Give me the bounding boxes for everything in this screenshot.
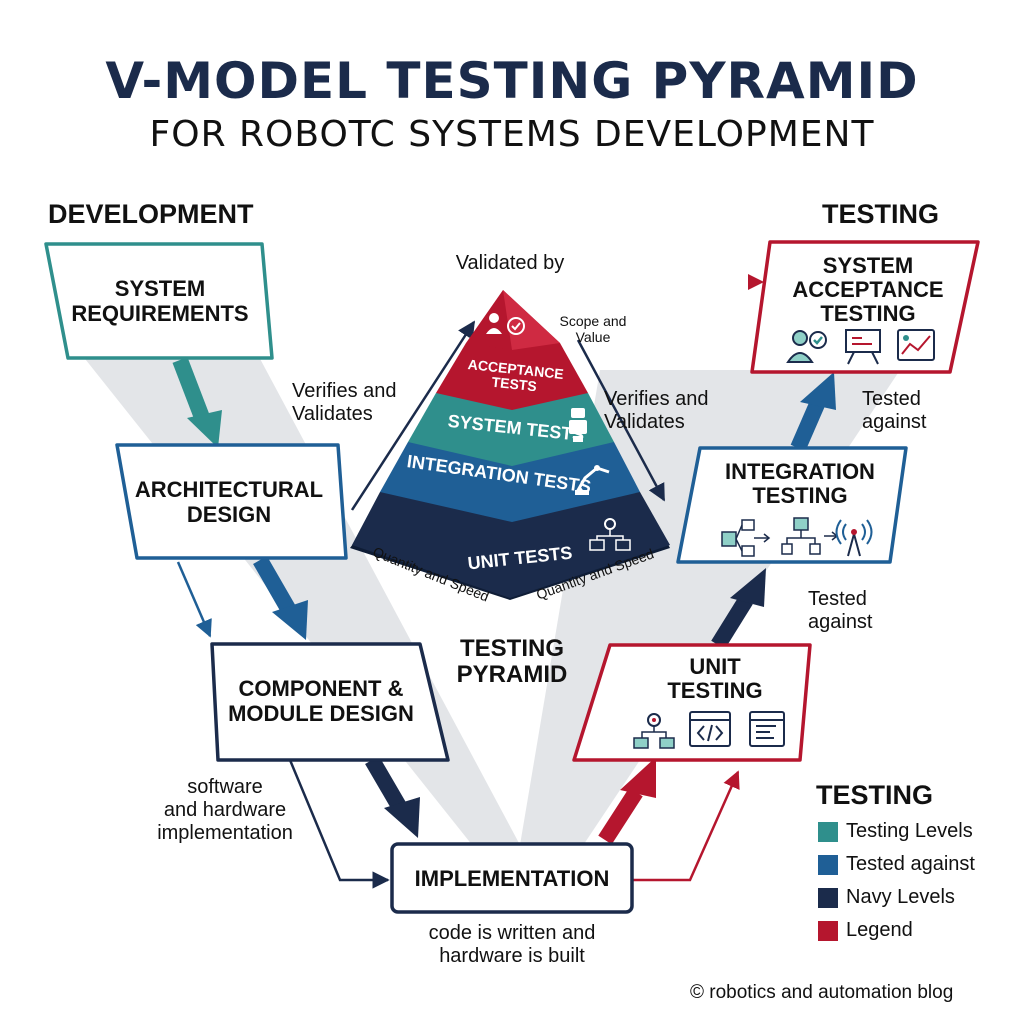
component-to-impl-arrow: [288, 759, 390, 889]
presentation-icon: [845, 329, 881, 365]
legend-title: TESTING: [816, 780, 934, 810]
legend-swatch-navy: [818, 888, 838, 908]
testing-pyramid: [350, 290, 670, 600]
impl-to-unit-arrow: [632, 770, 740, 882]
pyramid-system-level: [408, 393, 614, 466]
tested-against-lower-line1: Tested: [808, 588, 867, 610]
unit-testing-line1: UNIT: [689, 654, 741, 679]
verifies-left-line2: Validates: [292, 403, 373, 425]
code-window-icon: [689, 711, 731, 747]
scope-value-label: Scope and Value: [553, 313, 633, 345]
tested-against-lower-line2: against: [808, 611, 873, 633]
integration-testing-label: INTEGRATION TESTING: [700, 459, 900, 509]
pyramid-caption-line1: TESTING: [459, 635, 564, 662]
gear-modules-icon: [633, 713, 675, 749]
verifies-right-label: Verifies and Validates: [604, 388, 734, 434]
pyramid-integration-level: [380, 442, 640, 522]
component-module-design-label: COMPONENT & MODULE DESIGN: [216, 676, 426, 727]
page-subtitle: FOR ROBOTC SYSTEMS DEVELOPMENT: [149, 114, 875, 155]
footer-credit: © robotics and automation blog: [690, 982, 954, 1003]
chart-board-icon: [897, 329, 935, 361]
architectural-design-box: [115, 443, 348, 560]
component-module-design-line1: COMPONENT &: [238, 676, 404, 701]
system-acceptance-line1: SYSTEM: [822, 253, 914, 278]
antenna-signal-icon: [835, 519, 873, 557]
system-requirements-line2: REQUIREMENTS: [71, 301, 249, 327]
system-requirements-line1: SYSTEM: [114, 276, 206, 301]
implementation-box: [390, 842, 634, 914]
legend-swatch-red: [818, 921, 838, 941]
log-window-icon: [749, 711, 785, 747]
down-arrow-1: [172, 357, 222, 448]
flowchart-icon: [721, 519, 771, 557]
arch-to-component-arrow: [176, 561, 212, 638]
user-approval-icon: [786, 330, 827, 363]
legend-item-teal: Testing Levels: [846, 820, 973, 842]
component-module-design-box: [210, 642, 450, 762]
unit-testing-line2: TESTING: [667, 678, 763, 704]
implementation-label: IMPLEMENTATION: [414, 866, 610, 891]
verifies-right-line1: Verifies and: [604, 388, 709, 410]
legend-item-red: Legend: [846, 919, 913, 941]
integration-testing-line1: INTEGRATION: [725, 459, 875, 484]
sw-hw-implementation-label: software and hardware implementation: [140, 776, 310, 845]
legend-item-blue: Tested against: [846, 853, 975, 875]
unit-testing-label: UNIT TESTING: [620, 654, 810, 704]
component-module-design-line2: MODULE DESIGN: [228, 701, 414, 727]
system-acceptance-testing-label: SYSTEM ACCEPTANCE TESTING: [770, 253, 966, 327]
implementation-note-line1: code is written and: [428, 922, 596, 944]
down-arrow-3: [365, 755, 420, 838]
robot-arm-icon: [575, 465, 610, 495]
up-arrow-2: [711, 568, 766, 650]
sw-hw-line2: and hardware: [163, 799, 287, 821]
verifies-left-line1: Verifies and: [292, 380, 397, 402]
system-requirements-box: [44, 242, 274, 360]
up-arrow-1: [598, 757, 656, 845]
testing-header: TESTING: [822, 199, 940, 229]
pyramid-unit-level: [352, 492, 670, 598]
validated-by-label: Validated by: [455, 252, 565, 274]
testing-pyramid-caption: TESTING PYRAMID: [432, 635, 592, 689]
user-check-icon: [486, 313, 525, 335]
development-header: DEVELOPMENT: [48, 199, 254, 229]
verifies-right-line2: Validates: [604, 411, 685, 433]
sw-hw-line3: implementation: [157, 822, 293, 844]
system-requirements-label: SYSTEM REQUIREMENTS: [62, 276, 258, 327]
implementation-note-line2: hardware is built: [439, 945, 585, 967]
tested-against-upper-line2: against: [862, 411, 927, 433]
legend-swatch-blue: [818, 855, 838, 875]
architectural-design-line1: ARCHITECTURAL: [134, 477, 324, 502]
sw-hw-line1: software: [187, 776, 263, 798]
implementation-note: code is written and hardware is built: [392, 922, 632, 968]
pyramid-apex-highlight: [503, 290, 560, 350]
up-arrow-3: [790, 372, 836, 452]
scope-line2: Value: [575, 329, 611, 346]
integration-testing-line2: TESTING: [752, 483, 848, 509]
down-arrow-2: [253, 556, 308, 640]
verifies-left-arrow: [350, 320, 476, 511]
system-acceptance-line2: ACCEPTANCE: [792, 277, 944, 303]
unit-word: UNIT: [466, 549, 511, 574]
robot-icon: [569, 408, 587, 442]
legend-swatch-teal: [818, 822, 838, 842]
pyramid-acceptance-level: [436, 343, 588, 410]
tested-against-lower-label: Tested against: [808, 588, 898, 634]
page-title: V-MODEL TESTING PYRAMID: [105, 52, 919, 110]
verifies-left-label: Verifies and Validates: [292, 380, 422, 426]
network-tree-icon: [781, 517, 839, 555]
system-acceptance-line3: TESTING: [820, 301, 916, 327]
legend-item-navy: Navy Levels: [846, 886, 955, 908]
architectural-design-line2: DESIGN: [186, 502, 272, 528]
validated-by-arrow-head: [748, 274, 764, 290]
gear-flow-icon: [589, 518, 631, 551]
verifies-right-arrow: [576, 339, 666, 502]
pyramid-caption-line2: PYRAMID: [456, 661, 568, 689]
tested-against-upper-label: Tested against: [862, 388, 952, 434]
scope-line1: Scope and: [559, 313, 627, 329]
tested-against-upper-line1: Tested: [862, 388, 921, 410]
architectural-design-label: ARCHITECTURAL DESIGN: [124, 477, 334, 528]
